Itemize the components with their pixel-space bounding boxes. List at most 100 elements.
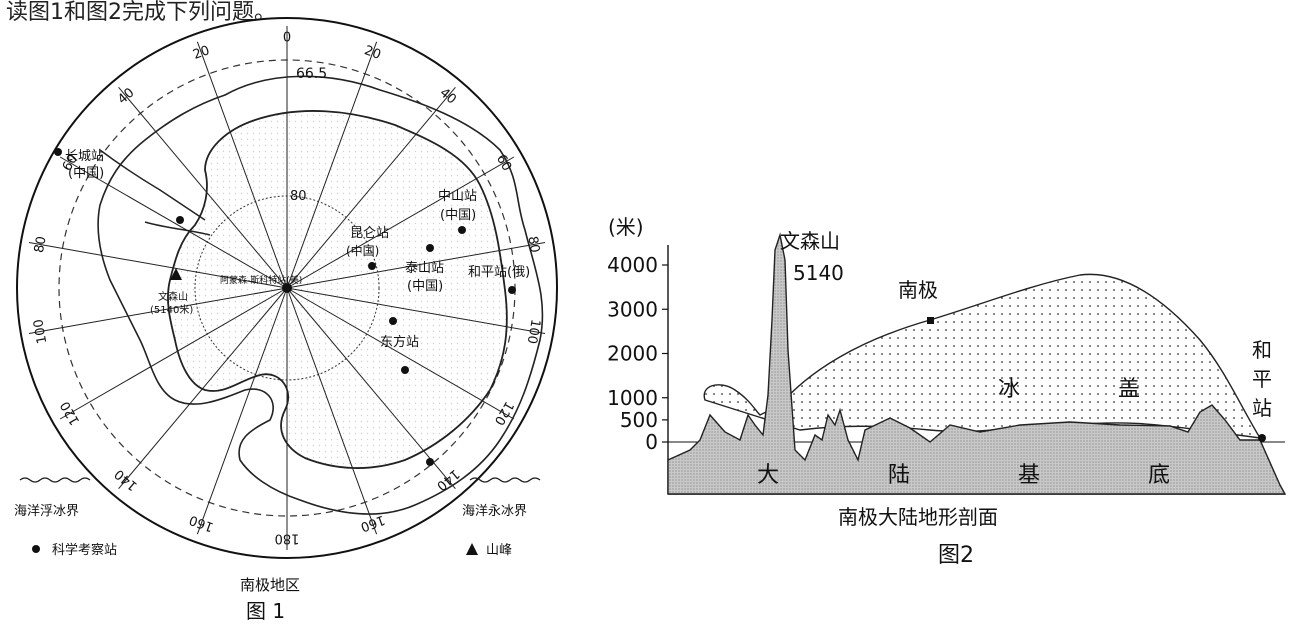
meridian-label-12: 120 — [58, 398, 83, 427]
figure2-title: 南极大陆地形剖面 — [838, 505, 998, 529]
ice-cap-label-1: 冰 — [998, 377, 1020, 402]
zhongshan-station-dot — [458, 226, 466, 234]
changcheng-station-label: 长城站 — [65, 149, 104, 164]
meridian-line-15 — [59, 156, 288, 289]
taishan-station-country: (中国) — [407, 279, 443, 294]
antarctic-peninsula — [99, 149, 211, 236]
legend-station-label: 科学考察站 — [52, 542, 117, 558]
legend-peak-icon — [466, 543, 478, 555]
meridian-line-3 — [286, 156, 515, 289]
changcheng-station-dot — [54, 148, 62, 156]
meridian-line-17 — [196, 41, 288, 289]
dongfang-station-label: 东方站 — [380, 334, 419, 350]
meridian-line-8 — [286, 287, 378, 535]
changcheng-station-country: (中国) — [68, 166, 104, 181]
meridian-lines — [28, 26, 546, 550]
meridian-label-7: 140 — [433, 466, 462, 493]
meridian-label-9: 180 — [275, 531, 300, 546]
meridian-label-1: 20 — [362, 43, 383, 63]
antarctica-polar-map: 0 20 40 60 80 100 120 140 160 180 160 140 120 100 80 60… — [14, 17, 558, 623]
meridian-line-5 — [286, 287, 546, 334]
meridian-label-6: 120 — [491, 398, 516, 427]
meridian-line-16 — [118, 86, 288, 289]
permanent-ice-boundary-label: 海洋永冰界 — [462, 504, 527, 519]
meridian-label-0: 0 — [283, 31, 291, 46]
figure1-title: 南极地区 — [240, 576, 300, 594]
base-label-1: 大 — [757, 463, 779, 488]
y-tick-label-1: 3000 — [607, 297, 658, 321]
meridian-line-10 — [196, 287, 288, 535]
meridian-line-14 — [28, 242, 288, 289]
south-pole-marker — [282, 283, 292, 293]
ice-shelf-outline — [97, 75, 544, 515]
permanent-ice-boundary-line — [469, 477, 541, 483]
kunlun-station-country: (中国) — [346, 243, 379, 258]
meridian-label-16: 40 — [115, 85, 137, 107]
meridian-label-15: 60 — [60, 152, 81, 174]
meridian-line-6 — [286, 287, 515, 420]
meridian-label-13: 100 — [31, 318, 50, 345]
heping-station-dot — [508, 286, 516, 294]
continental-base-area — [667, 232, 1287, 495]
dongfang-station-dot — [389, 317, 397, 325]
meridian-label-3: 60 — [493, 152, 514, 174]
meridian-line-4 — [286, 242, 546, 289]
meridian-line-7 — [286, 287, 456, 490]
meridian-label-5: 100 — [524, 318, 543, 345]
meridian-line-12 — [59, 287, 288, 420]
base-label-2: 陆 — [888, 463, 910, 488]
vinson-peak-name-label: 文森山 — [780, 229, 840, 253]
meridian-label-11: 140 — [112, 466, 141, 493]
heping-station-char-1: 和 — [1252, 338, 1272, 362]
y-axis-unit: (米) — [608, 215, 644, 239]
base-label-3: 基 — [1018, 463, 1040, 488]
continent-outline — [167, 110, 508, 469]
vinson-peak-name: 文森山 — [158, 290, 188, 303]
zhongshan-station-country: (中国) — [440, 208, 476, 223]
meridian-line-2 — [286, 86, 456, 289]
south-pole-marker — [927, 317, 934, 324]
figure2-caption-text: 图 — [938, 543, 960, 568]
y-tick-label-5: 0 — [645, 430, 658, 454]
floating-ice-boundary-label: 海洋浮冰界 — [14, 504, 79, 519]
meridian-label-4: 80 — [524, 235, 542, 254]
meridian-label-10: 160 — [187, 512, 215, 535]
heping-station-char-3: 站 — [1252, 396, 1272, 420]
meridian-line-11 — [118, 287, 288, 490]
kunlun-station-label: 昆仑站 — [350, 226, 389, 241]
station-dot-coast — [426, 458, 434, 466]
y-tick-label-3: 1000 — [607, 386, 658, 410]
meridian-label-17: 20 — [191, 43, 212, 63]
vinson-peak-height-label: 5140 — [793, 261, 844, 285]
meridian-label-8: 160 — [358, 512, 386, 535]
legend-peak-label: 山峰 — [486, 543, 512, 558]
taishan-station-dot — [426, 244, 434, 252]
taishan-station-label: 泰山站 — [405, 261, 444, 276]
latitude-label-80: 80 — [290, 189, 307, 204]
pole-station-label: 阿蒙森-斯科特站(美) — [220, 274, 302, 286]
heping-station-char-2: 平 — [1252, 367, 1272, 391]
figure2-caption: 图2 — [938, 543, 974, 568]
meridian-label-14: 80 — [32, 235, 50, 254]
meridian-label-2: 40 — [437, 85, 459, 107]
station-dot-east — [401, 366, 409, 374]
kunlun-station-dot — [368, 262, 376, 270]
y-tick-label-4: 500 — [620, 408, 658, 432]
figure2-caption-number: 2 — [960, 543, 974, 568]
map-outer-circle — [16, 17, 558, 559]
y-tick-label-0: 4000 — [607, 253, 658, 277]
latitude-label-66-5: 66.5 — [296, 66, 327, 82]
floating-ice-boundary-line — [19, 477, 91, 483]
heping-station-label: 和平站(俄) — [468, 265, 530, 280]
base-label-4: 底 — [1148, 463, 1170, 488]
heping-station-marker — [1258, 434, 1266, 442]
question-prompt: 读图1和图2完成下列问题。 — [6, 0, 276, 25]
station-dot-peninsula — [176, 216, 184, 224]
vinson-peak-icon — [170, 268, 182, 280]
legend-station-icon — [32, 545, 40, 553]
meridian-line-13 — [28, 287, 288, 334]
ice-cap-label-2: 盖 — [1118, 377, 1140, 402]
south-pole-label: 南极 — [898, 278, 938, 302]
